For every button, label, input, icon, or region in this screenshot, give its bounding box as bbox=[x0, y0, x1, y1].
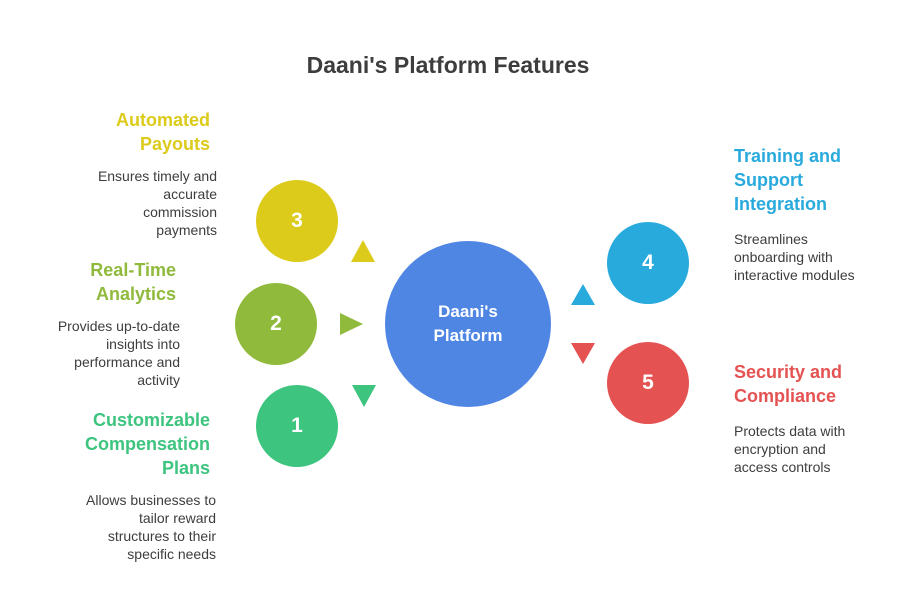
arrow-5-icon bbox=[571, 343, 595, 364]
feature-1-heading: Customizable Compensation Plans bbox=[84, 410, 210, 478]
feature-4-heading: Training and Support Integration bbox=[734, 146, 842, 214]
feature-circle-3: 3 bbox=[256, 180, 338, 262]
feature-circle-5: 5 bbox=[607, 342, 689, 424]
feature-number-5: 5 bbox=[642, 371, 654, 394]
feature-2-description: Provides up-to-date insights into perfor… bbox=[57, 318, 180, 388]
diagram-title: Daani's Platform Features bbox=[306, 52, 590, 78]
feature-5-description: Protects data with encryption and access… bbox=[734, 423, 846, 475]
center-label-line1: Daani's bbox=[438, 302, 498, 321]
arrow-3-icon bbox=[351, 240, 375, 262]
feature-number-2: 2 bbox=[270, 312, 282, 335]
feature-number-4: 4 bbox=[642, 251, 654, 274]
feature-circle-1: 1 bbox=[256, 385, 338, 467]
arrow-2-icon bbox=[340, 313, 363, 335]
feature-3-heading: Automated Payouts bbox=[116, 110, 210, 154]
arrow-1-icon bbox=[352, 385, 376, 407]
feature-circle-2: 2 bbox=[235, 283, 317, 365]
arrow-4-icon bbox=[571, 284, 595, 305]
center-circle: Daani's Platform bbox=[385, 241, 551, 407]
center-label-line2: Platform bbox=[433, 326, 503, 345]
feature-circle-4: 4 bbox=[607, 222, 689, 304]
feature-number-3: 3 bbox=[291, 209, 303, 232]
feature-5-heading: Security and Compliance bbox=[734, 362, 843, 406]
feature-1-description: Allows businesses to tailor reward struc… bbox=[86, 492, 216, 562]
feature-number-1: 1 bbox=[291, 414, 303, 437]
feature-2-heading: Real-Time Analytics bbox=[90, 260, 176, 304]
feature-3-description: Ensures timely and accurate commission p… bbox=[97, 168, 217, 238]
feature-4-description: Streamlines onboarding with interactive … bbox=[734, 231, 855, 283]
